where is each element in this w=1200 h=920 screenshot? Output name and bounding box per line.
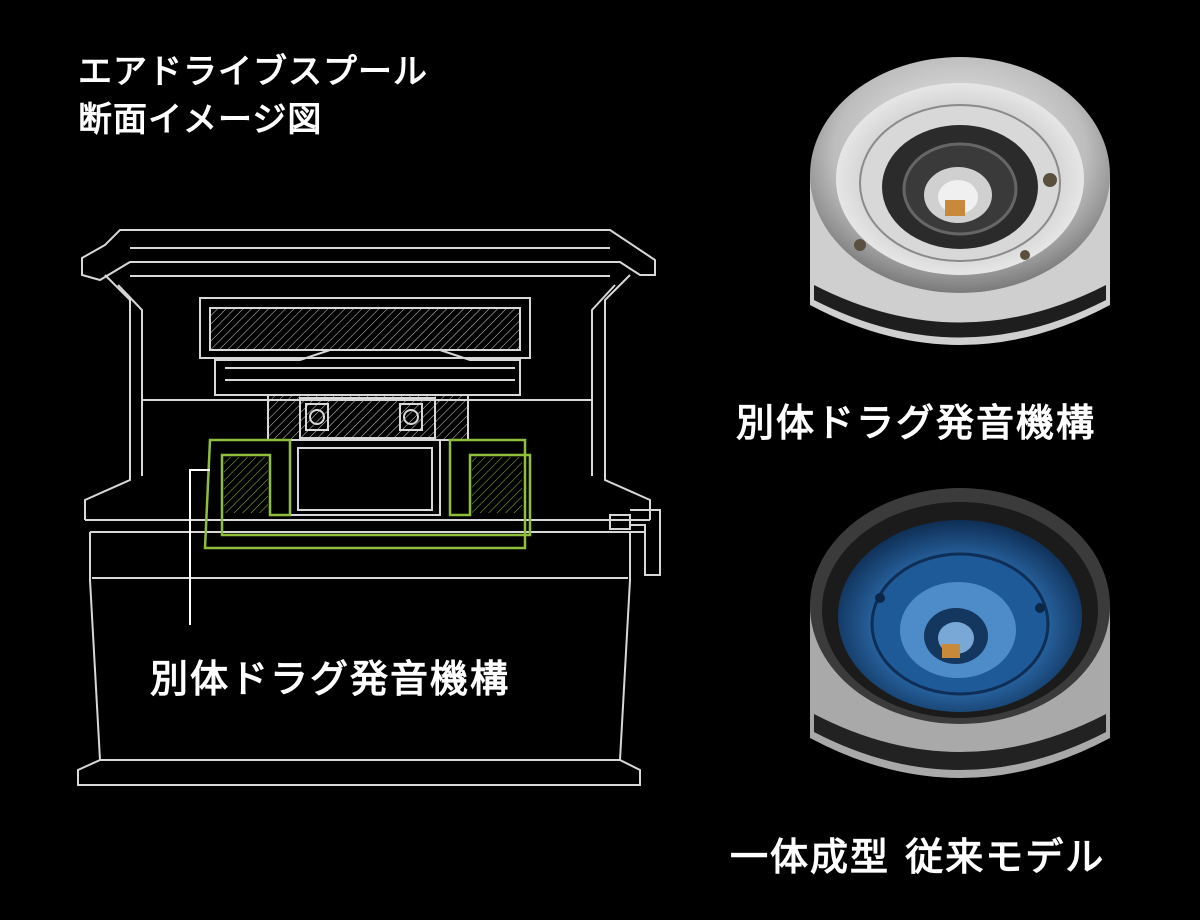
spool-photo-conventional-model — [810, 488, 1110, 778]
heading-line1: エアドライブスプール — [78, 52, 428, 92]
heading: エアドライブスプール 断面イメージ図 — [78, 48, 428, 144]
drag-sound-mechanism-highlight — [203, 438, 532, 550]
callout-leader-line — [189, 469, 210, 625]
diagram-outline — [77, 229, 661, 786]
diagram-callout-label: 別体ドラグ発音機構 — [150, 657, 511, 701]
heading-line2: 断面イメージ図 — [78, 100, 323, 140]
top-photo-caption: 別体ドラグ発音機構 — [736, 401, 1097, 445]
bottom-photo-caption: 一体成型 従来モデル — [730, 835, 1106, 879]
spool-photo-separate-mechanism — [810, 57, 1110, 345]
